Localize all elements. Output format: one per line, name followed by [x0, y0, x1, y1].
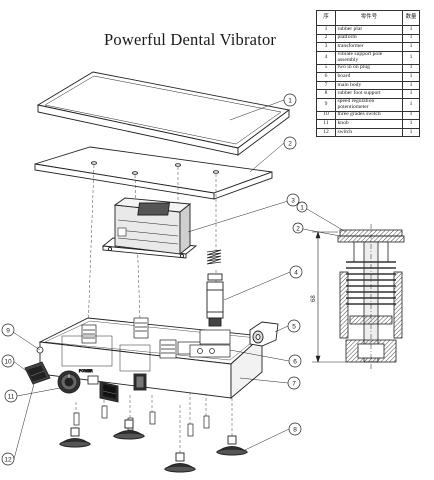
- knob-icon: [57, 370, 81, 394]
- callout-6: 6: [288, 354, 302, 368]
- svg-text:3: 3: [291, 198, 295, 205]
- dimension-line: [312, 231, 346, 363]
- callout-2: 2: [283, 136, 297, 150]
- callout-7: 7: [287, 376, 301, 390]
- body-mount-screws: [73, 405, 210, 437]
- svg-text:1: 1: [288, 98, 292, 105]
- svg-text:11: 11: [8, 394, 15, 401]
- svg-text:5: 5: [292, 324, 296, 331]
- svg-text:10: 10: [4, 359, 12, 366]
- part-qty: 1: [402, 97, 420, 112]
- transformer-icon: [101, 197, 198, 259]
- parts-table-header: 序 零件号 数量: [316, 10, 420, 26]
- platform: [34, 146, 273, 200]
- callout-10: 10: [1, 354, 15, 368]
- part-qty: 1: [402, 127, 420, 138]
- spring-icon: [206, 249, 222, 265]
- section-callout-2: 2: [292, 222, 341, 237]
- svg-text:1: 1: [300, 205, 304, 212]
- callout-4: 4: [289, 265, 303, 279]
- svg-text:8: 8: [293, 427, 297, 434]
- vibrate-support-pole-assembly: [206, 249, 224, 327]
- callout-3: 3: [286, 193, 300, 207]
- svg-text:7: 7: [292, 381, 296, 388]
- three-grades-switch: [24, 361, 51, 385]
- callout-12: 12: [1, 452, 15, 466]
- section-callout-1: 1: [296, 201, 347, 233]
- svg-text:2: 2: [296, 226, 300, 233]
- section-view: [337, 224, 405, 370]
- callout-leaders: [12, 99, 291, 460]
- svg-text:6: 6: [293, 359, 297, 366]
- callout-9: 9: [1, 323, 15, 337]
- part-qty: 1: [402, 50, 420, 65]
- svg-text:2: 2: [288, 141, 292, 148]
- rocker-switch-icon: [99, 381, 119, 403]
- dimension-value: 68: [311, 295, 317, 302]
- svg-text:12: 12: [4, 457, 12, 464]
- panel-label-power: POWER: [79, 369, 93, 373]
- rubber-plat: [36, 71, 291, 156]
- rubber-foot-support: [58, 419, 249, 473]
- callout-1: 1: [283, 93, 297, 107]
- svg-text:4: 4: [294, 270, 298, 277]
- part-name: speed regulation potentiometer: [335, 97, 403, 112]
- board: [189, 344, 231, 358]
- callout-11: 11: [4, 389, 18, 403]
- svg-text:9: 9: [6, 328, 10, 335]
- two-in-one-plug: [249, 321, 279, 347]
- callout-8: 8: [288, 422, 302, 436]
- page-title: Powerful Dental Vibrator: [104, 30, 277, 49]
- callout-5: 5: [287, 319, 301, 333]
- header-qty: 数量: [402, 10, 420, 26]
